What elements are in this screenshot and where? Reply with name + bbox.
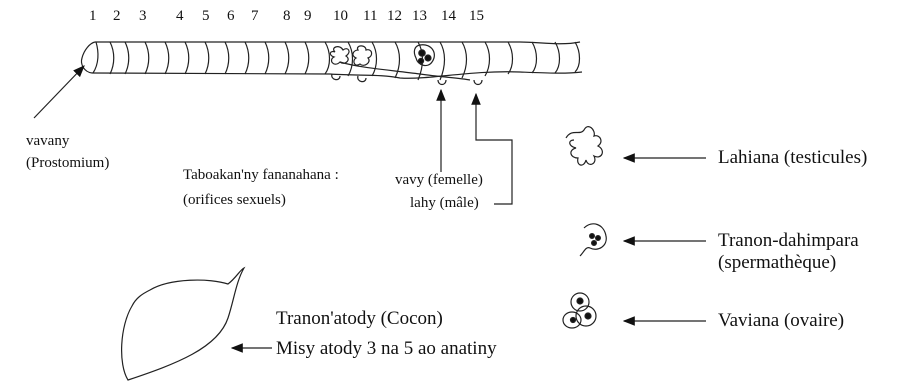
ovary-icon: [563, 293, 596, 328]
worm-body: [81, 42, 582, 85]
cocoon-icon: [122, 268, 244, 380]
orifices-label: Taboakan'ny fananahana :: [183, 168, 339, 183]
testes-label: Lahiana (testicules): [718, 148, 867, 167]
segment-number: 7: [251, 9, 259, 24]
segment-number: 14: [441, 9, 456, 24]
segment-number: 11: [363, 9, 377, 24]
segment-number: 6: [227, 9, 235, 24]
segment-number: 9: [304, 9, 312, 24]
segment-number: 15: [469, 9, 484, 24]
spermatheca-label-fr: (spermathèque): [718, 253, 836, 272]
segment-number: 3: [139, 9, 147, 24]
segment-number: 1: [89, 9, 97, 24]
segment-number: 10: [333, 9, 348, 24]
segment-number: 8: [283, 9, 291, 24]
prostomium-arrow: [34, 66, 84, 118]
ovary-label: Vaviana (ovaire): [718, 311, 844, 330]
spermatheca-icon: [580, 224, 606, 256]
orifices-label-fr: (orifices sexuels): [183, 193, 286, 208]
segment-number: 13: [412, 9, 427, 24]
male-orifice-label: lahy (mâle): [410, 196, 479, 211]
spermatheca-label: Tranon-dahimpara: [718, 231, 859, 250]
segment-number: 4: [176, 9, 184, 24]
testis-icon: [566, 127, 602, 165]
segment-number: 2: [113, 9, 121, 24]
prostomium-label: vavany: [26, 134, 69, 149]
prostomium-label-fr: (Prostomium): [26, 156, 109, 171]
cocoon-label: Tranon'atody (Cocon): [276, 309, 443, 328]
segment-number: 12: [387, 9, 402, 24]
cocoon-description: Misy atody 3 na 5 ao anatiny: [276, 339, 497, 358]
female-orifice-label: vavy (femelle): [395, 173, 483, 188]
segment-number: 5: [202, 9, 210, 24]
